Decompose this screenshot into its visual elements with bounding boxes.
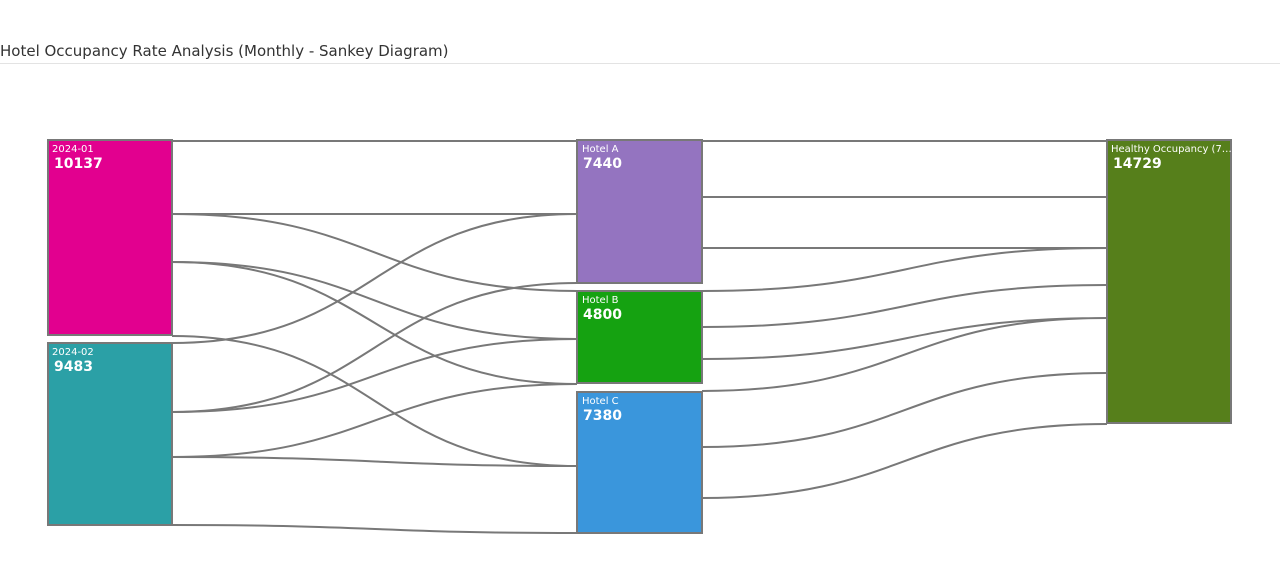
node-2024-01[interactable]: 2024-01 10137 <box>47 139 173 336</box>
node-hotel-a-name: Hotel A <box>582 144 619 155</box>
link-2024-01-hotel-b[interactable] <box>171 213 578 340</box>
node-healthy-occupancy[interactable]: Healthy Occupancy (7… 14729 <box>1106 139 1232 424</box>
link-hotel-c-healthy[interactable] <box>701 372 1108 499</box>
sankey-nodes: 2024-01 10137 2024-02 9483 Hotel A 7440 … <box>47 139 1232 534</box>
node-hotel-a-rect[interactable] <box>576 139 703 284</box>
page-title: Hotel Occupancy Rate Analysis (Monthly -… <box>0 42 449 60</box>
node-hotel-c[interactable]: Hotel C 7380 <box>576 391 703 534</box>
link-2024-01-hotel-c[interactable] <box>171 261 578 467</box>
link-2024-01-hotel-a[interactable] <box>172 140 577 215</box>
node-hotel-c-rect[interactable] <box>576 391 703 534</box>
node-hotel-b-name: Hotel B <box>582 295 619 306</box>
node-hotel-c-value: 7380 <box>583 408 622 424</box>
node-hotel-a-value: 7440 <box>583 156 622 172</box>
node-2024-01-name: 2024-01 <box>52 144 94 155</box>
node-2024-02-name: 2024-02 <box>52 347 94 358</box>
node-healthy-occupancy-value: 14729 <box>1113 156 1162 172</box>
node-hotel-b-rect[interactable] <box>576 290 703 384</box>
node-healthy-occupancy-name: Healthy Occupancy (7… <box>1111 144 1232 155</box>
node-healthy-occupancy-rect[interactable] <box>1106 139 1232 424</box>
node-2024-02-rect[interactable] <box>47 342 173 526</box>
node-2024-02-value: 9483 <box>54 359 93 375</box>
node-hotel-a[interactable]: Hotel A 7440 <box>576 139 703 284</box>
node-hotel-b[interactable]: Hotel B 4800 <box>576 290 703 384</box>
link-2024-02-hotel-c[interactable] <box>171 456 578 534</box>
link-2024-02-hotel-b[interactable] <box>171 338 578 458</box>
node-2024-02[interactable]: 2024-02 9483 <box>47 342 173 526</box>
title-bar: Hotel Occupancy Rate Analysis (Monthly -… <box>0 0 1280 64</box>
node-hotel-c-name: Hotel C <box>582 396 619 407</box>
link-hotel-a-healthy[interactable] <box>701 140 1108 292</box>
node-2024-01-value: 10137 <box>54 156 103 172</box>
sankey-links <box>171 140 1108 534</box>
link-hotel-b-healthy[interactable] <box>701 284 1108 392</box>
node-2024-01-rect[interactable] <box>47 139 173 336</box>
node-hotel-b-value: 4800 <box>583 307 622 323</box>
link-2024-02-hotel-a[interactable] <box>171 213 578 413</box>
